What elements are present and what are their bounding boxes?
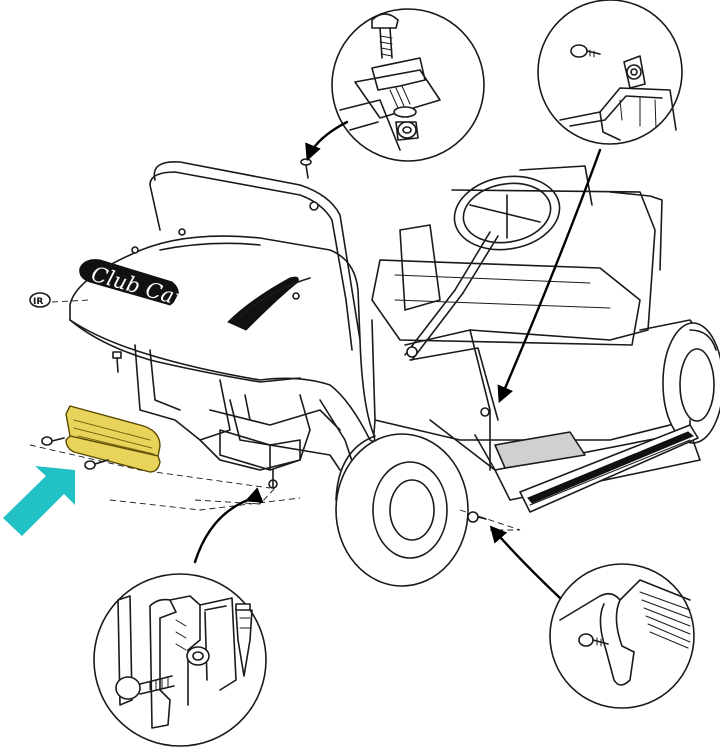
ir-emblem-text: IR (33, 297, 43, 307)
detail-circle-carriage-bolt (331, 8, 485, 162)
golf-cart: Club Car (29, 161, 720, 587)
hood-screw (300, 158, 312, 179)
bumper-bolt-right (84, 459, 109, 470)
pointer-arrow (3, 466, 75, 536)
detail-circle-bumper-mount (93, 573, 267, 747)
cowl-bolt (112, 351, 122, 373)
detail-circle-rocker-bracket (537, 0, 683, 145)
bumper-bolt-left (41, 436, 65, 446)
leader-arrows (193, 120, 602, 600)
detail-circle-rocker-end (549, 563, 695, 709)
front-bumper-highlight (65, 405, 161, 473)
ir-emblem: IR (29, 292, 51, 308)
rocker-screw (467, 511, 487, 523)
